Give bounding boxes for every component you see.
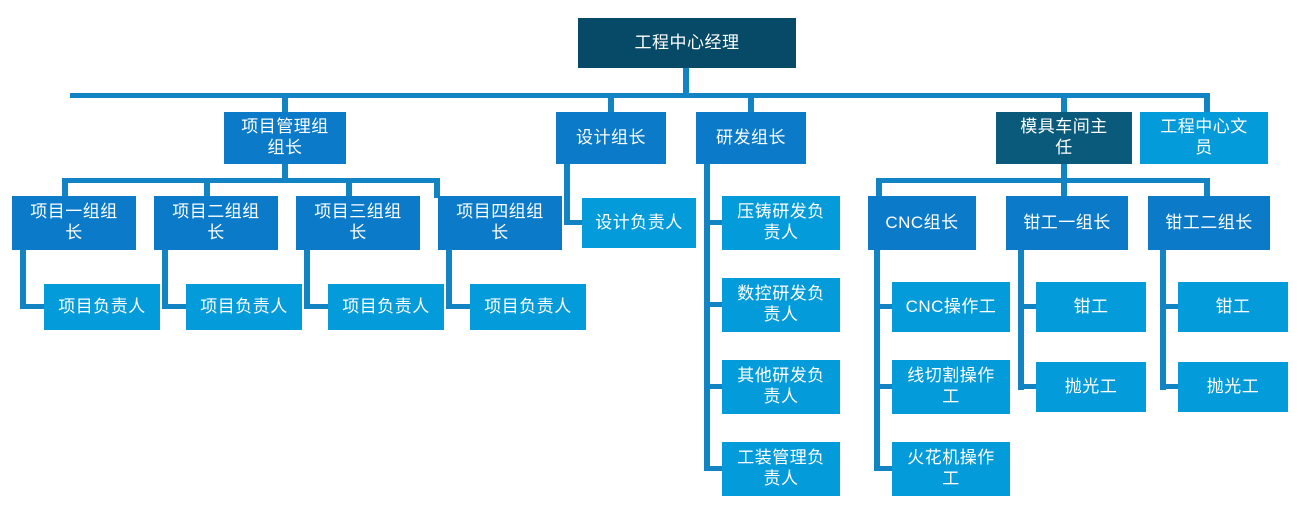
connector-elbow-p1-h <box>20 304 48 309</box>
org-node-n2[interactable]: 设计组长 <box>556 112 666 164</box>
connector-fitter2-spine <box>1160 250 1166 390</box>
connector-pm-stem <box>282 164 288 180</box>
connector-fitter2-stub-2 <box>1160 384 1182 389</box>
connector-drop-p2 <box>204 178 210 198</box>
org-node-n11[interactable]: 项目负责人 <box>186 284 302 330</box>
connector-fitter1-stub-2 <box>1018 384 1040 389</box>
connector-drop-fitter1 <box>1061 178 1067 198</box>
org-node-n26[interactable]: 抛光工 <box>1036 362 1146 412</box>
connector-drop-fitter2 <box>1204 178 1210 198</box>
org-node-n9[interactable]: 项目四组组 长 <box>438 196 562 250</box>
org-node-n0[interactable]: 工程中心经理 <box>578 18 796 68</box>
connector-tier2-bus <box>70 93 1210 98</box>
connector-cnc-stub-1 <box>874 304 896 309</box>
connector-elbow-p3-h <box>304 304 332 309</box>
org-node-n15[interactable]: 压铸研发负 责人 <box>722 196 840 250</box>
org-node-n18[interactable]: 工装管理负 责人 <box>722 442 840 496</box>
connector-design-h <box>564 220 586 225</box>
connector-mold-bus <box>876 178 1210 183</box>
connector-fitter2-stub-1 <box>1160 304 1182 309</box>
connector-drop-p1 <box>62 178 68 198</box>
connector-drop-cnc <box>876 178 882 198</box>
org-node-n14[interactable]: 设计负责人 <box>582 198 696 248</box>
connector-root-stem <box>683 68 689 96</box>
org-node-n3[interactable]: 研发组长 <box>696 112 806 164</box>
connector-rd-stub-4 <box>704 466 726 471</box>
connector-drop-design <box>608 93 614 113</box>
connector-elbow-p3-v <box>304 250 310 306</box>
org-node-n20[interactable]: 钳工一组长 <box>1006 196 1128 250</box>
org-node-n16[interactable]: 数控研发负 责人 <box>722 278 840 332</box>
connector-drop-rd <box>748 93 754 113</box>
connector-elbow-p2-h <box>162 304 190 309</box>
org-node-n21[interactable]: 钳工二组长 <box>1148 196 1270 250</box>
connector-rd-stub-1 <box>704 220 726 225</box>
connector-bus-left-riser <box>70 93 75 98</box>
org-node-n28[interactable]: 抛光工 <box>1178 362 1288 412</box>
connector-elbow-p1-v <box>20 250 26 306</box>
org-node-n5[interactable]: 工程中心文 员 <box>1140 112 1268 164</box>
connector-elbow-p4-v <box>446 250 452 306</box>
org-node-n23[interactable]: 线切割操作 工 <box>892 360 1010 414</box>
connector-design-v <box>564 164 570 222</box>
org-node-n6[interactable]: 项目一组组 长 <box>12 196 136 250</box>
org-node-n1[interactable]: 项目管理组 组长 <box>224 112 346 164</box>
connector-rd-stub-2 <box>704 302 726 307</box>
org-node-n7[interactable]: 项目二组组 长 <box>154 196 278 250</box>
connector-drop-pm <box>282 93 288 113</box>
org-node-n10[interactable]: 项目负责人 <box>44 284 160 330</box>
connector-cnc-stub-3 <box>874 466 896 471</box>
org-node-n12[interactable]: 项目负责人 <box>328 284 444 330</box>
org-node-n25[interactable]: 钳工 <box>1036 282 1146 332</box>
connector-drop-p3 <box>346 178 352 198</box>
org-node-n27[interactable]: 钳工 <box>1178 282 1288 332</box>
connector-cnc-spine <box>874 250 880 470</box>
org-node-n19[interactable]: CNC组长 <box>868 196 976 250</box>
org-node-n17[interactable]: 其他研发负 责人 <box>722 360 840 414</box>
connector-cnc-stub-2 <box>874 384 896 389</box>
org-node-n8[interactable]: 项目三组组 长 <box>296 196 420 250</box>
connector-elbow-p2-v <box>162 250 168 306</box>
connector-fitter1-spine <box>1018 250 1024 390</box>
connector-mold-stem <box>1061 164 1067 180</box>
connector-elbow-p4-h <box>446 304 474 309</box>
connector-fitter1-stub-1 <box>1018 304 1040 309</box>
org-node-n24[interactable]: 火花机操作 工 <box>892 442 1010 496</box>
connector-rd-stub-3 <box>704 384 726 389</box>
connector-drop-clerk <box>1204 93 1210 113</box>
org-node-n13[interactable]: 项目负责人 <box>470 284 586 330</box>
connector-pm-bus <box>62 178 438 183</box>
connector-drop-mold <box>1061 93 1067 113</box>
connector-rd-spine <box>704 164 710 470</box>
org-node-n4[interactable]: 模具车间主 任 <box>996 112 1132 164</box>
org-node-n22[interactable]: CNC操作工 <box>892 282 1010 332</box>
connector-drop-p4 <box>434 178 440 198</box>
